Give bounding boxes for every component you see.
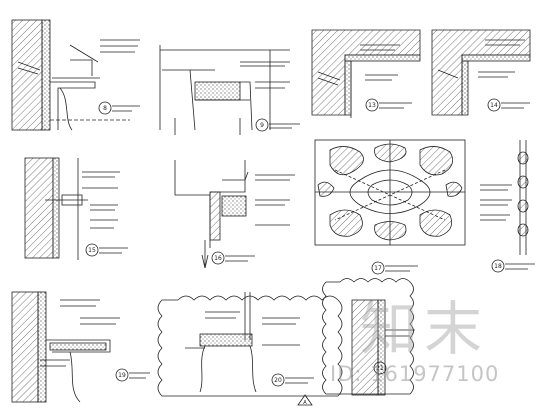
detail-number-17: 17 bbox=[374, 265, 382, 272]
detail-number-20: 20 bbox=[274, 377, 282, 384]
detail-17 bbox=[314, 139, 466, 275]
detail-9 bbox=[159, 45, 300, 135]
detail-8 bbox=[11, 19, 140, 131]
detail-number-18: 18 bbox=[494, 263, 502, 270]
detail-19 bbox=[11, 291, 150, 403]
detail-number-21: 21 bbox=[376, 365, 384, 372]
detail-number-9: 9 bbox=[260, 122, 264, 129]
section-marker-a bbox=[297, 394, 313, 406]
detail-15 bbox=[24, 157, 128, 260]
detail-21 bbox=[322, 278, 415, 396]
detail-14 bbox=[431, 29, 531, 116]
detail-20 bbox=[157, 292, 343, 397]
detail-number-14: 14 bbox=[490, 102, 498, 109]
section-marker-label: A bbox=[303, 400, 307, 406]
detail-16 bbox=[174, 160, 295, 269]
detail-number-15: 15 bbox=[88, 247, 96, 254]
detail-18 bbox=[480, 140, 535, 273]
detail-number-13: 13 bbox=[368, 102, 376, 109]
detail-number-19: 19 bbox=[118, 372, 126, 379]
detail-number-16: 16 bbox=[214, 255, 222, 262]
detail-13 bbox=[311, 29, 421, 118]
detail-number-8: 8 bbox=[103, 105, 107, 112]
